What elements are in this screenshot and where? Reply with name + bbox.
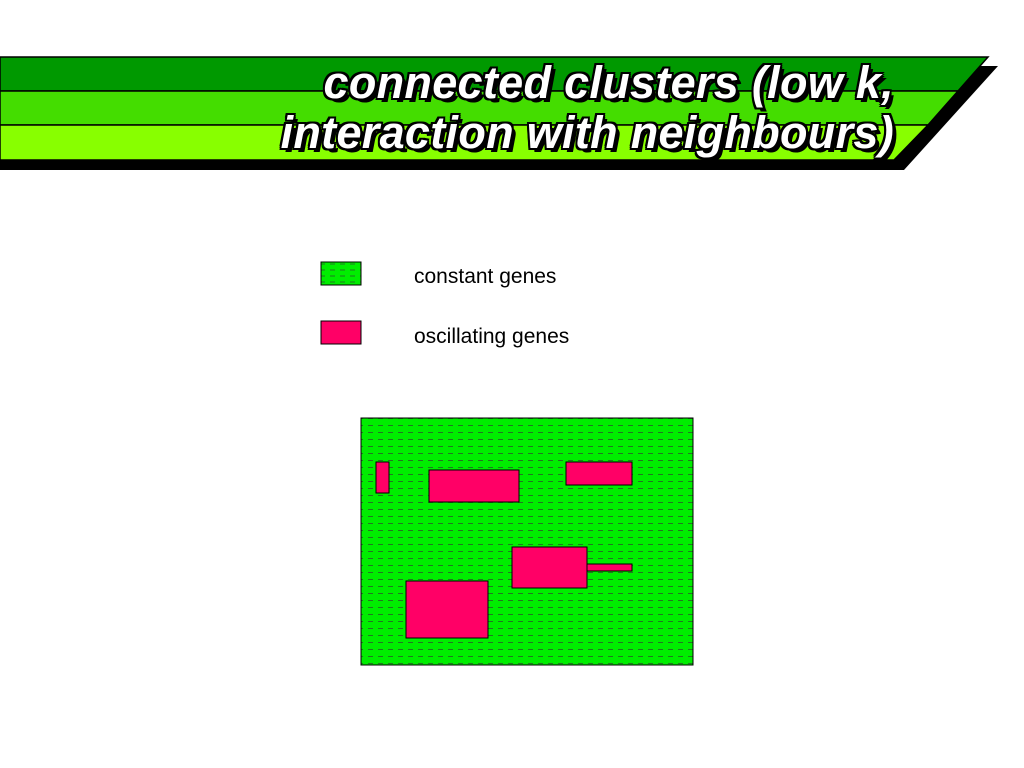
legend-swatches bbox=[320, 261, 362, 345]
slide-title: connected clusters (low k, interaction w… bbox=[60, 58, 894, 158]
legend-label-constant: constant genes bbox=[414, 265, 557, 288]
legend-swatch-oscillating bbox=[320, 320, 362, 345]
gene-grid bbox=[360, 417, 694, 666]
oscillating-cluster-2 bbox=[428, 469, 520, 503]
header-stripe-light bbox=[0, 124, 930, 161]
oscillating-cluster-1 bbox=[375, 461, 390, 494]
oscillating-cluster-5 bbox=[405, 580, 489, 639]
legend-swatch-constant bbox=[320, 261, 362, 286]
header-banner bbox=[0, 56, 998, 170]
legend-label-oscillating: oscillating genes bbox=[414, 325, 570, 348]
title-line-2: interaction with neighbours) bbox=[280, 107, 894, 158]
oscillating-cluster-4-tail bbox=[586, 563, 633, 572]
oscillating-cluster-4 bbox=[511, 546, 588, 589]
title-line-1: connected clusters (low k, bbox=[323, 57, 894, 108]
oscillating-cluster-3 bbox=[565, 461, 633, 486]
